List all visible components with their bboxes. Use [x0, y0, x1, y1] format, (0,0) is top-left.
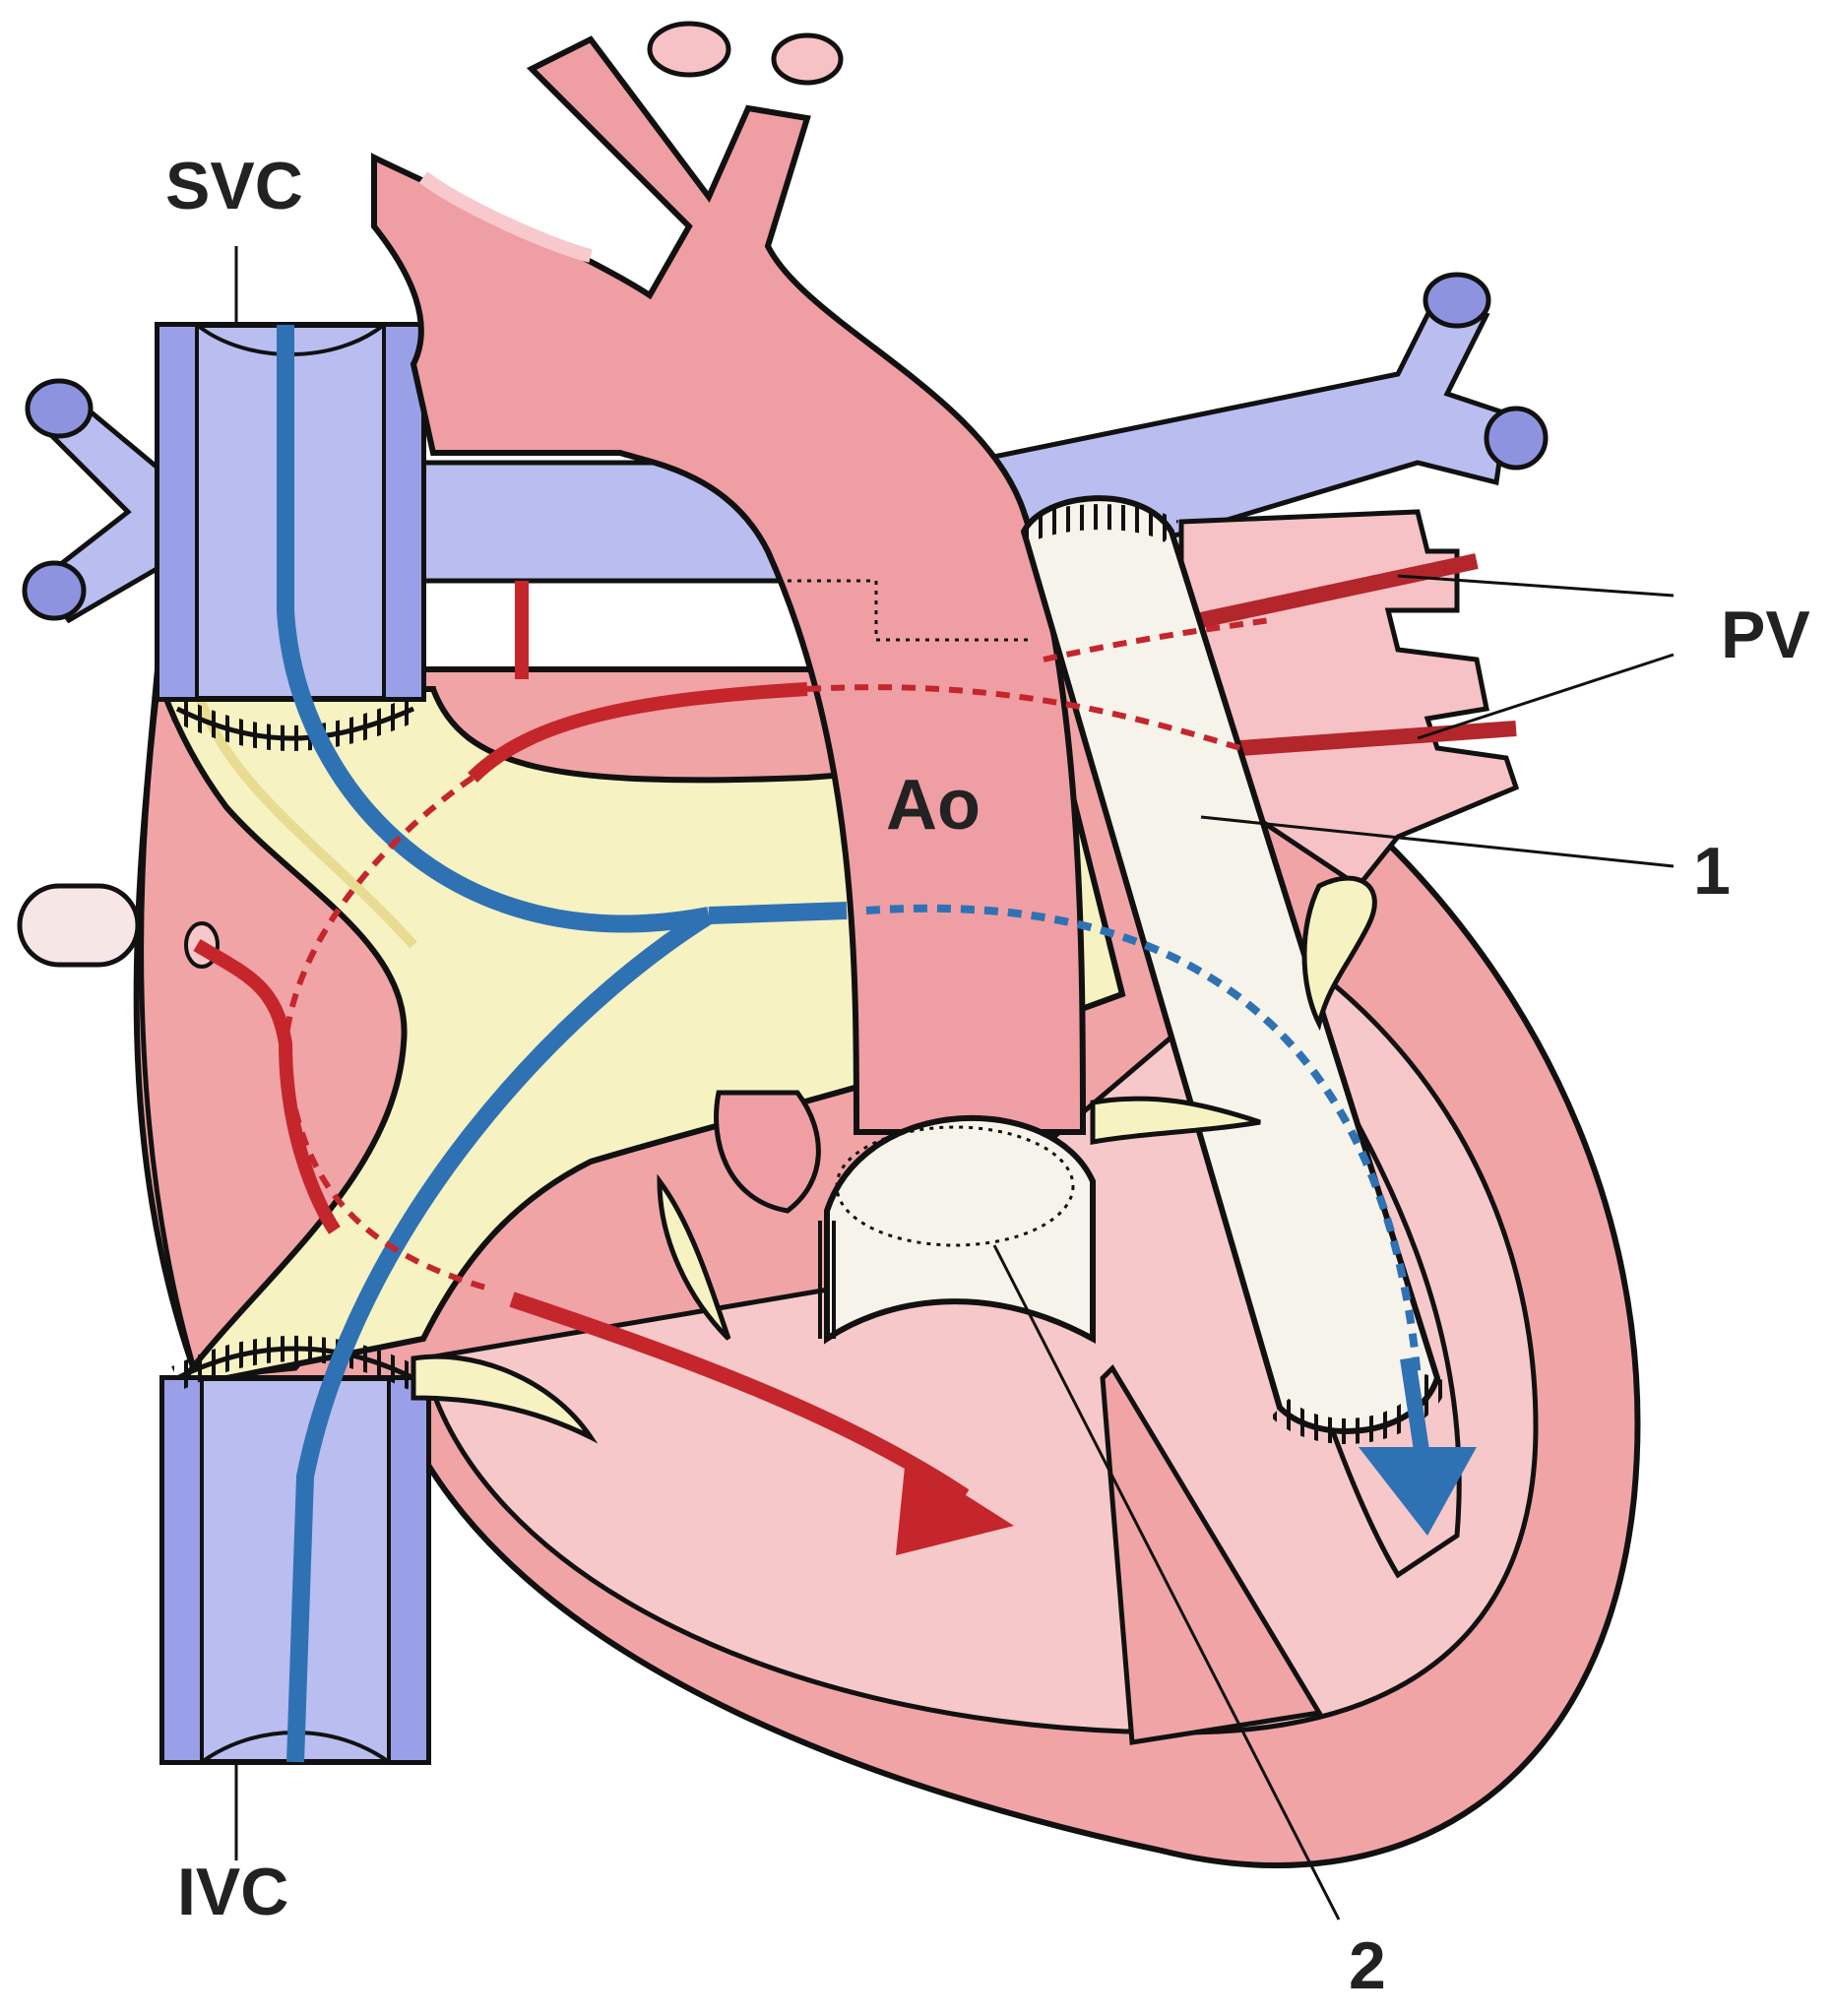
hidden-outline — [768, 579, 1034, 642]
vsd-patch — [714, 1090, 1096, 1345]
label-svc: SVC — [165, 149, 303, 223]
label-conduit: 1 — [1693, 834, 1731, 909]
conduit-graft — [1018, 495, 1450, 1444]
label-pv: PV — [1721, 598, 1810, 672]
valve-leaflets — [411, 875, 1377, 1444]
label-ao: Ao — [886, 766, 981, 845]
red-flow — [193, 581, 1271, 1555]
leader-lines — [234, 246, 1675, 1921]
aorta — [371, 21, 1087, 1135]
label-ivc: IVC — [177, 1855, 288, 1929]
suture-lines — [171, 697, 419, 1390]
label-patch: 2 — [1349, 1928, 1386, 2003]
pulmonary-vein-region — [1178, 509, 1520, 890]
